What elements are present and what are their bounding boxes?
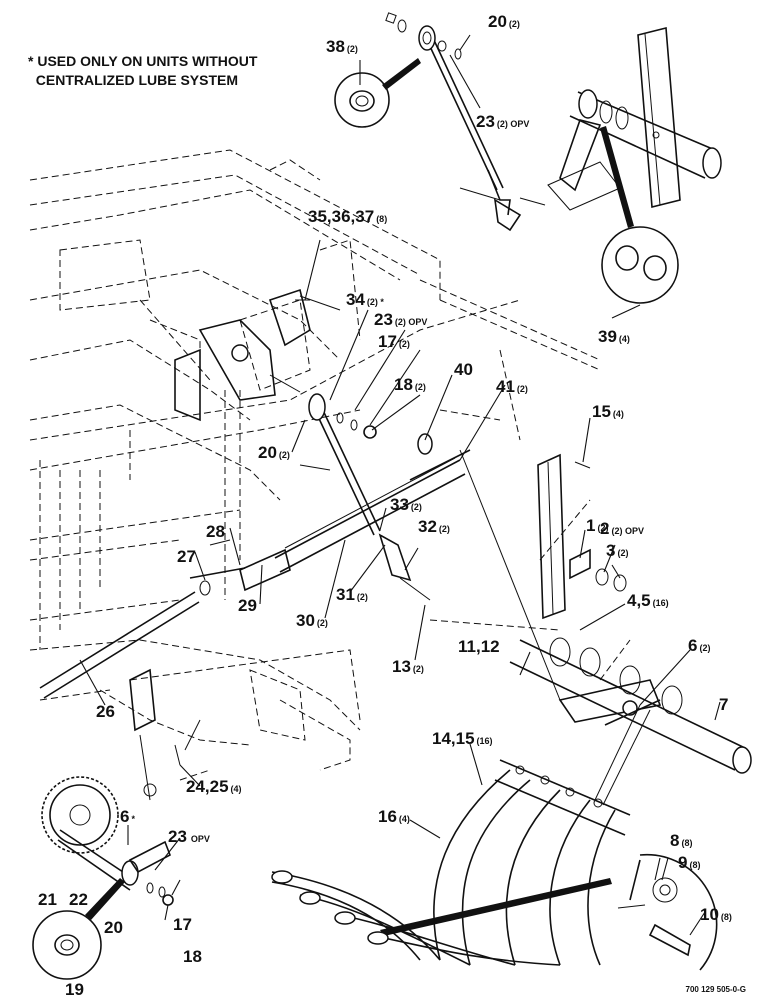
callout-32: 32(2) bbox=[418, 517, 450, 536]
callout-1: 1(2) bbox=[586, 516, 608, 535]
callout-38: 38(2) bbox=[326, 37, 358, 56]
callout-6-right: 6(2) bbox=[688, 636, 710, 655]
callout-39: 39(4) bbox=[598, 327, 630, 346]
callout-labels: 20(2) 38(2) 23(2) OPV 35,36,37(8) 34(2) … bbox=[38, 12, 732, 999]
callout-31: 31(2) bbox=[336, 585, 368, 604]
upper-bracket-and-shaft bbox=[547, 26, 722, 211]
callout-19: 19 bbox=[65, 980, 84, 999]
channel-bracket bbox=[537, 453, 627, 620]
callout-18-bottom: 18 bbox=[183, 947, 202, 966]
callout-8: 8(8) bbox=[670, 831, 692, 850]
callout-20-mid: 20(2) bbox=[258, 443, 290, 462]
callout-23-top: 23(2) OPV bbox=[476, 112, 529, 131]
callout-18-mid: 18(2) bbox=[394, 375, 426, 394]
callout-21: 21 bbox=[38, 890, 57, 909]
callout-23-mid: 23(2) OPV bbox=[374, 310, 427, 329]
callout-20-bottom: 20 bbox=[104, 918, 123, 937]
callout-14-15: 14,15(16) bbox=[432, 729, 493, 748]
callout-13: 13(2) bbox=[392, 657, 424, 676]
callout-26: 26 bbox=[96, 702, 115, 721]
lube-system-note: * USED ONLY ON UNITS WITHOUT CENTRALIZED… bbox=[28, 52, 257, 90]
detail-circle-39 bbox=[600, 126, 679, 304]
callout-40: 40 bbox=[454, 360, 473, 379]
detail-circle-8-9-10 bbox=[380, 853, 718, 971]
callout-22: 22 bbox=[69, 890, 88, 909]
frame-solid-parts bbox=[174, 288, 341, 546]
callout-17-bottom: 17 bbox=[173, 915, 192, 934]
leader-lines bbox=[79, 34, 721, 936]
note-line-2: CENTRALIZED LUBE SYSTEM bbox=[35, 72, 239, 88]
callout-28: 28 bbox=[206, 522, 225, 541]
curved-tines bbox=[271, 759, 631, 966]
callout-9: 9(8) bbox=[678, 853, 700, 872]
callout-15: 15(4) bbox=[592, 402, 624, 421]
rake-tube-assembly bbox=[509, 637, 752, 806]
baler-frame-outline bbox=[29, 149, 631, 781]
callout-27: 27 bbox=[177, 547, 196, 566]
sprocket-assembly bbox=[41, 668, 201, 906]
detail-circle-19 bbox=[32, 878, 125, 980]
callout-29: 29 bbox=[238, 596, 257, 615]
note-line-1: * USED ONLY ON UNITS WITHOUT bbox=[28, 53, 258, 69]
callout-11-12: 11,12 bbox=[458, 637, 500, 656]
callout-17-mid: 17(2) bbox=[378, 332, 410, 351]
callout-34: 34(2) * bbox=[346, 290, 384, 309]
callout-35-36-37: 35,36,37(8) bbox=[308, 207, 387, 226]
callout-7: 7 bbox=[719, 695, 728, 714]
drawing-number: 700 129 505-0-G bbox=[685, 985, 747, 994]
callout-4-5: 4,5(16) bbox=[627, 591, 669, 610]
callout-3: 3(2) bbox=[606, 541, 628, 560]
callout-33: 33(2) bbox=[390, 495, 422, 514]
callout-6-left: 6* bbox=[120, 807, 135, 826]
callout-10: 10(8) bbox=[700, 905, 732, 924]
callout-16: 16(4) bbox=[378, 807, 410, 826]
callout-20-top: 20(2) bbox=[488, 12, 520, 31]
callout-30: 30(2) bbox=[296, 611, 328, 630]
detail-circle-38 bbox=[334, 58, 421, 128]
upper-tie-rod-assembly bbox=[385, 12, 546, 232]
callout-41: 41(2) bbox=[496, 377, 528, 396]
lower-tie-rod-and-shaft bbox=[39, 393, 561, 701]
callout-2-opv: 2(2) OPV bbox=[600, 519, 644, 538]
callout-24-25: 24,25(4) bbox=[186, 777, 242, 796]
